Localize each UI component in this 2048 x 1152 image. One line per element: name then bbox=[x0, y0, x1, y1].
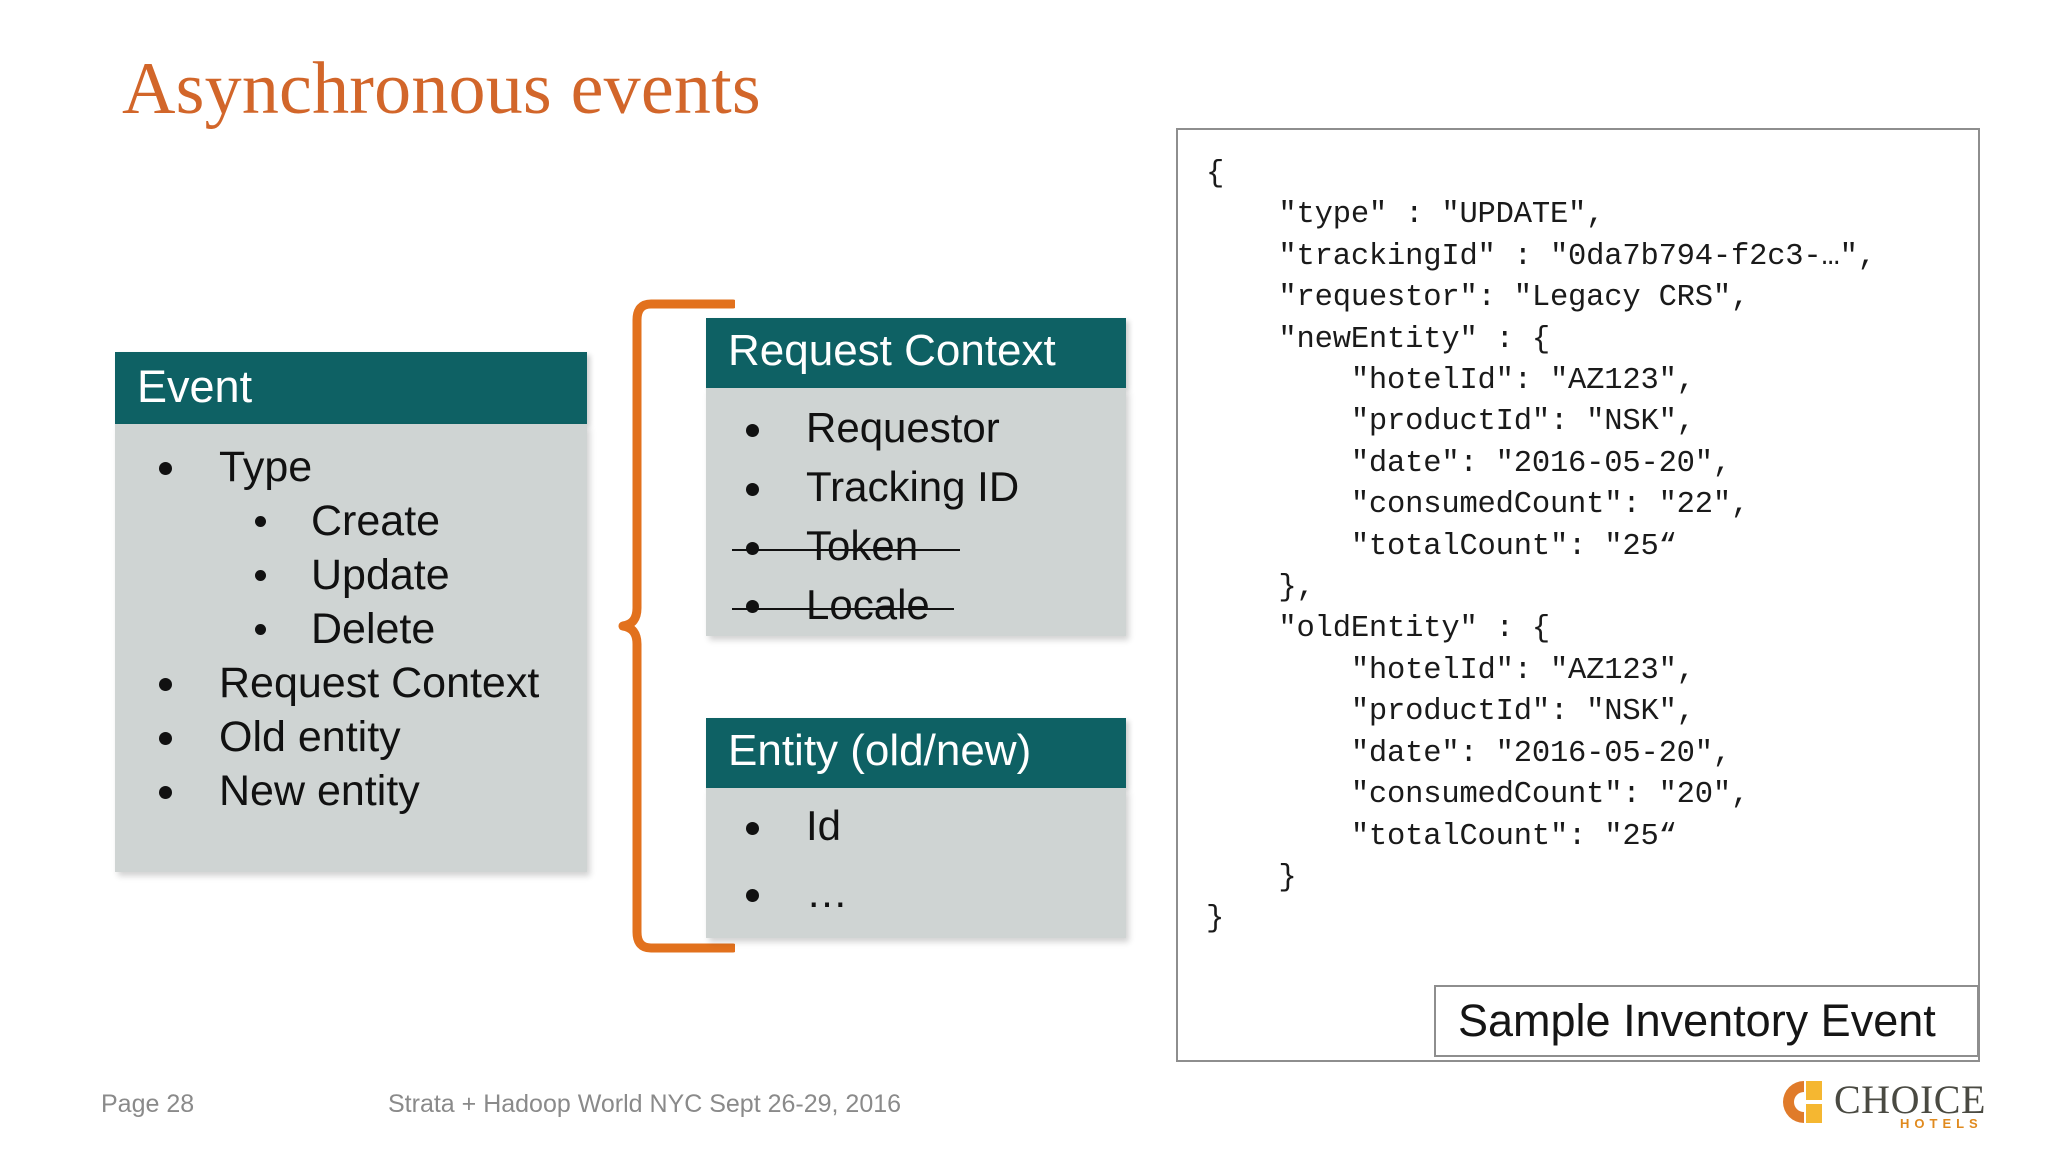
bullet-dot-icon bbox=[746, 541, 759, 555]
bullet-dot-icon bbox=[159, 786, 172, 800]
bullet-dot-icon bbox=[255, 624, 266, 636]
bullet-dot-icon bbox=[159, 462, 172, 476]
list-item-label: Update bbox=[311, 551, 450, 599]
entity-card-header: Entity (old/new) bbox=[706, 718, 1126, 788]
list-item: Id bbox=[724, 802, 1108, 849]
list-item-label: Type bbox=[219, 443, 313, 491]
list-item: New entity bbox=[133, 768, 569, 814]
bullet-dot-icon bbox=[746, 888, 759, 902]
bullet-dot-icon bbox=[255, 516, 266, 528]
code-caption-label: Sample Inventory Event bbox=[1458, 995, 1936, 1046]
code-caption-box: Sample Inventory Event bbox=[1434, 985, 1979, 1057]
list-item-label: … bbox=[806, 868, 848, 916]
request-context-card-header: Request Context bbox=[706, 318, 1126, 388]
list-item: Type bbox=[133, 444, 569, 490]
choice-logo-wordmark: CHOICE bbox=[1834, 1077, 1986, 1122]
choice-logo-subtext: HOTELS bbox=[1900, 1116, 1983, 1131]
list-item-label: Request Context bbox=[219, 659, 540, 707]
list-item: Old entity bbox=[133, 714, 569, 760]
entity-card: Entity (old/new) Id … bbox=[706, 718, 1126, 938]
footer-page-number: Page 28 bbox=[101, 1090, 195, 1118]
list-item-label: New entity bbox=[219, 767, 420, 815]
list-item-label: Id bbox=[806, 802, 842, 849]
bullet-dot-icon bbox=[746, 821, 759, 835]
choice-hotels-logo: CHOICE HOTELS bbox=[1782, 1077, 1998, 1134]
list-item: Create bbox=[133, 498, 569, 544]
request-context-bullet-list: Requestor Tracking ID Token Locale bbox=[724, 404, 1108, 628]
entity-bullet-list: Id … bbox=[724, 802, 1108, 916]
list-item: Requestor bbox=[724, 404, 1108, 451]
list-item-label: Locale bbox=[806, 580, 930, 628]
event-card: Event Type Create Update Delete Request … bbox=[115, 352, 587, 872]
list-item: Tracking ID bbox=[724, 462, 1108, 510]
list-item-label: Token bbox=[806, 521, 919, 569]
request-context-card-body: Requestor Tracking ID Token Locale bbox=[706, 388, 1126, 636]
bullet-dot-icon bbox=[746, 423, 759, 437]
strikethrough-line bbox=[732, 608, 954, 610]
list-item-label: Old entity bbox=[219, 713, 401, 761]
list-item-label: Tracking ID bbox=[806, 462, 1020, 510]
bullet-dot-icon bbox=[746, 482, 759, 496]
request-context-card: Request Context Requestor Tracking ID To… bbox=[706, 318, 1126, 636]
list-item-struck: Token bbox=[724, 521, 1108, 569]
list-item: Request Context bbox=[133, 660, 569, 706]
event-card-body: Type Create Update Delete Request Contex… bbox=[115, 424, 587, 872]
list-item-label: Create bbox=[311, 497, 441, 545]
list-item: Update bbox=[133, 552, 569, 598]
list-item: … bbox=[724, 868, 1108, 916]
event-bullet-list: Type Create Update Delete Request Contex… bbox=[133, 444, 569, 814]
bullet-dot-icon bbox=[255, 570, 266, 582]
list-item: Delete bbox=[133, 606, 569, 652]
entity-card-body: Id … bbox=[706, 788, 1126, 938]
bullet-dot-icon bbox=[159, 732, 172, 746]
strikethrough-line bbox=[732, 549, 960, 552]
event-card-header: Event bbox=[115, 352, 587, 424]
json-code-block: { "type" : "UPDATE", "trackingId" : "0da… bbox=[1206, 157, 1876, 937]
list-item-struck: Locale bbox=[724, 580, 1108, 628]
choice-logo-mark-icon bbox=[1782, 1080, 1826, 1124]
bullet-dot-icon bbox=[159, 678, 172, 692]
sample-event-code-panel: { "type" : "UPDATE", "trackingId" : "0da… bbox=[1176, 128, 1980, 1062]
list-item-label: Requestor bbox=[806, 404, 1000, 451]
footer-conference-label: Strata + Hadoop World NYC Sept 26-29, 20… bbox=[388, 1090, 902, 1118]
list-item-label: Delete bbox=[311, 605, 436, 653]
page-title: Asynchronous events bbox=[122, 48, 761, 130]
orange-brace-connector bbox=[615, 296, 738, 956]
bullet-dot-icon bbox=[746, 600, 759, 614]
